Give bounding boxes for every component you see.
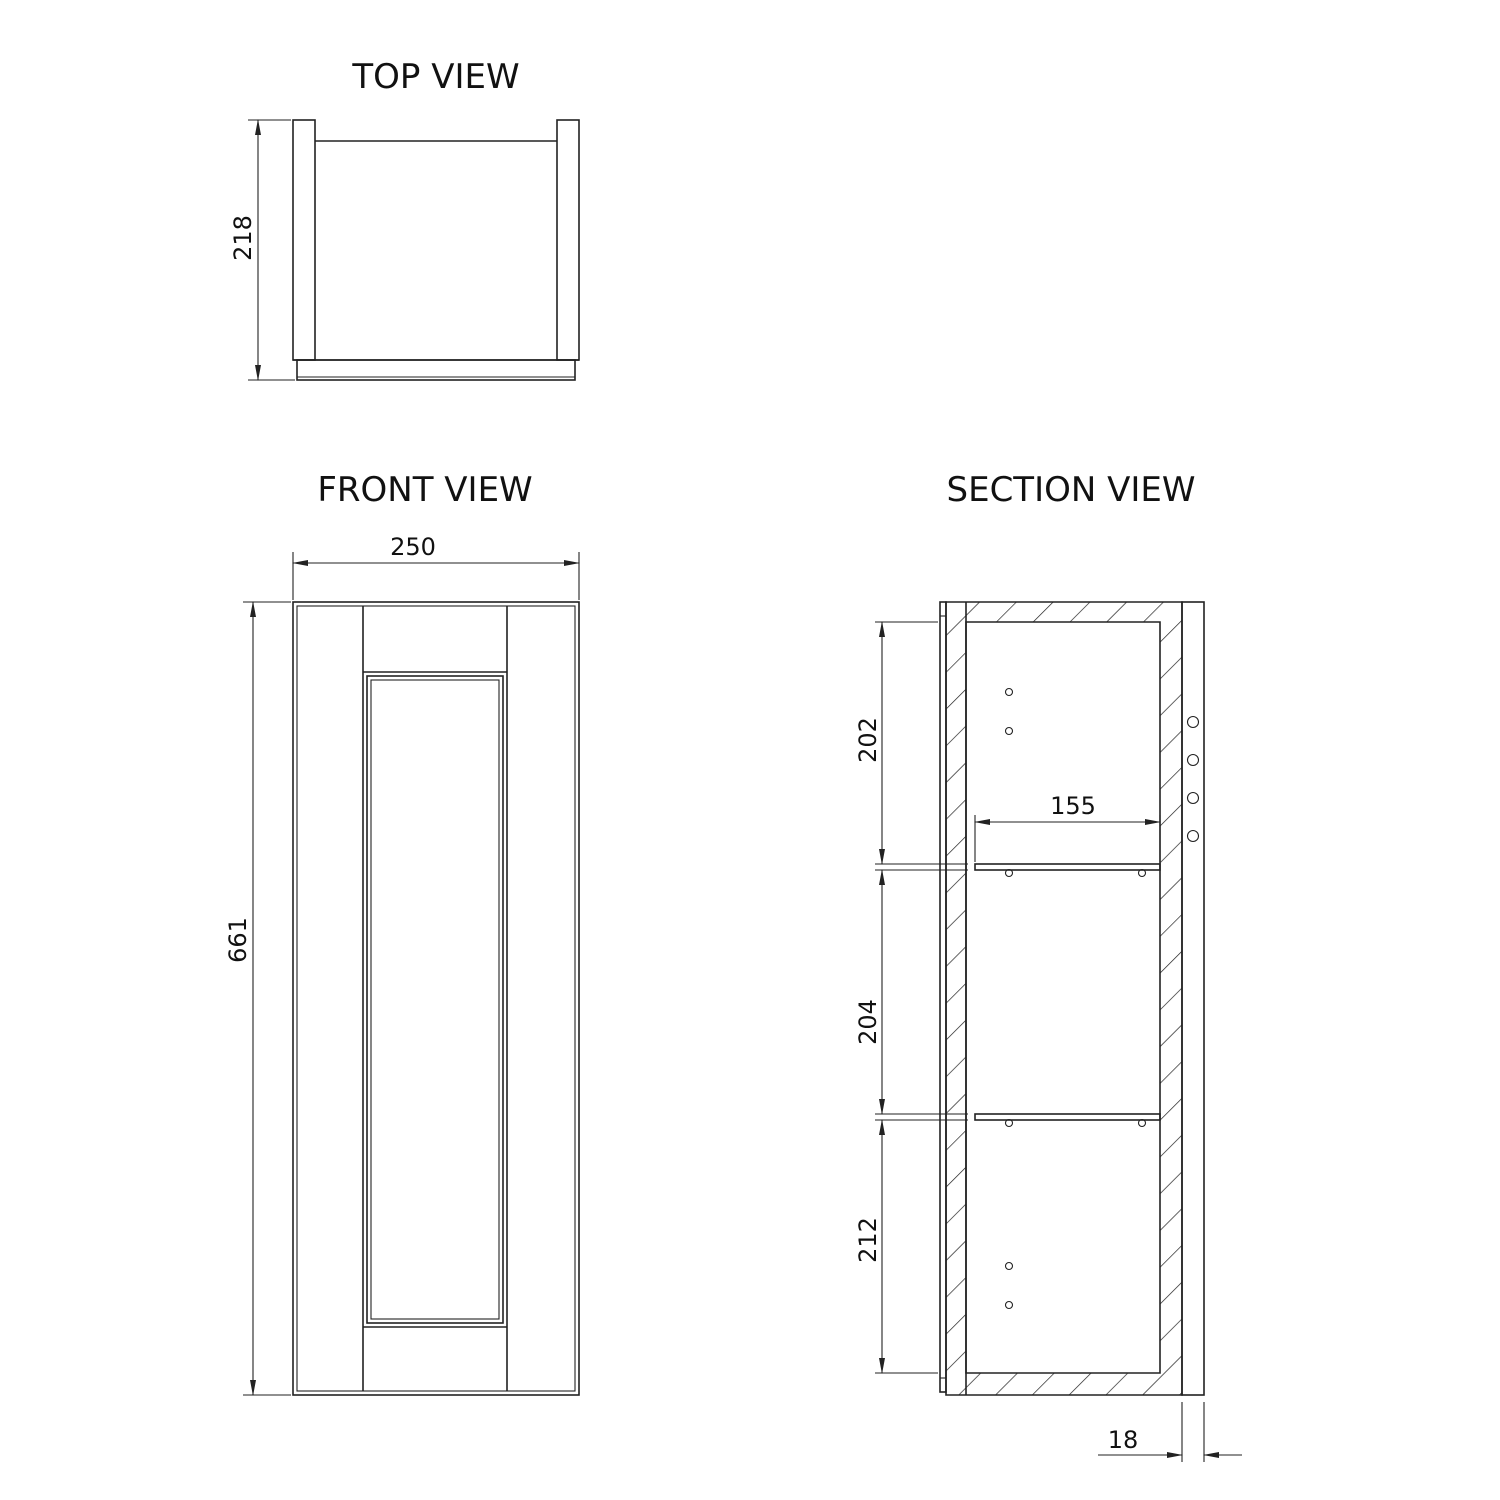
top-view-title: TOP VIEW [351,57,519,97]
shelf-depth-dimension-label: 155 [1050,792,1096,820]
section-door [939,601,947,1393]
section-carcass [945,601,1183,1396]
front-view-title: FRONT VIEW [317,470,532,510]
section-view-title: SECTION VIEW [947,470,1196,510]
section-view: SECTION VIEW [854,470,1242,1462]
top-door [296,359,576,381]
section-lower-shelf [974,1113,1161,1121]
front-height-dimension-label: 661 [224,917,252,963]
section-lower-dimension-label: 212 [854,1217,882,1263]
front-center-panel [366,675,504,1324]
front-width-dimension-label: 250 [390,533,436,561]
top-view: TOP VIEW 218 [229,57,580,381]
top-left-panel [292,119,316,361]
front-door-outline [292,601,580,1396]
shelf-pin-holes [1004,687,1147,1310]
top-depth-dimension-label: 218 [229,215,257,261]
top-right-panel [556,119,580,361]
section-middle-dimension-label: 204 [854,999,882,1045]
back-panel-holes [1186,715,1200,843]
front-view: FRONT VIEW 250 661 [224,470,580,1396]
section-upper-dimension-label: 202 [854,717,882,763]
section-upper-shelf [974,863,1161,871]
section-back-panel [1181,601,1205,1396]
back-thickness-dimension-label: 18 [1108,1426,1139,1454]
